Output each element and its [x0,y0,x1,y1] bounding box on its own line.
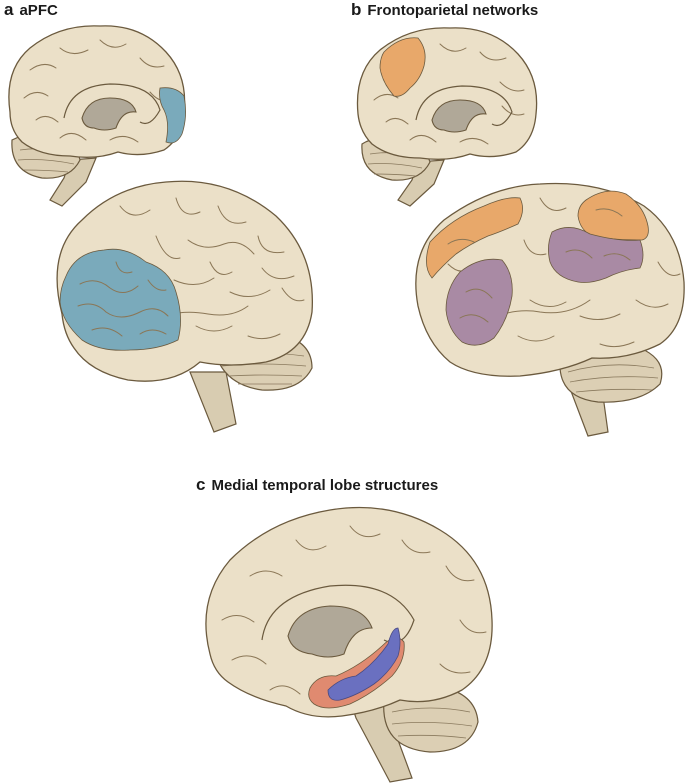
panel-c-title: Medial temporal lobe structures [211,477,439,494]
apfc-region-gyri [77,261,169,337]
brainstem [189,371,237,433]
panel-a-letter: a [4,0,14,19]
panel-b-letter: b [351,0,362,19]
corpus-callosum [261,584,415,644]
medial-gyri [221,525,487,695]
frontoparietal-purple-parietal [548,227,644,283]
cerebellum-folia [567,364,659,393]
panel-c-letter: c [196,475,206,494]
frontoparietal-orange-frontal [426,197,523,279]
medial-hemisphere [356,27,538,160]
panel-c-label: c Medial temporal lobe structures [196,475,438,495]
corpus-callosum [63,83,161,125]
lateral-gyri [119,197,305,340]
cerebellum-folia [391,707,473,739]
thalamus [287,605,373,658]
panel-a-title: aPFC [19,2,58,19]
apfc-medial-region [159,87,186,144]
colored-region-gyri [447,208,631,323]
panel-b-label: b Frontoparietal networks [351,0,538,20]
panel-b-medial-brain [356,27,538,207]
hippocampus-region [327,627,401,701]
thalamus [81,97,137,131]
frontoparietal-medial-region [379,37,426,97]
apfc-lateral-region [59,248,181,351]
panel-c-medial-brain [205,506,493,783]
panel-b-lateral-brain [415,182,685,437]
panel-a-lateral-brain [56,180,314,433]
brainstem [49,157,97,207]
panel-a-medial-brain [8,25,186,207]
frontoparietal-purple-frontal [445,258,513,346]
medial-gyri [373,43,525,145]
medial-hemisphere [8,25,186,158]
frontoparietal-orange-parietal [577,190,649,241]
thalamus [431,99,487,133]
panel-b-title: Frontoparietal networks [367,2,539,19]
brainstem [397,159,445,207]
corpus-callosum [415,85,513,127]
